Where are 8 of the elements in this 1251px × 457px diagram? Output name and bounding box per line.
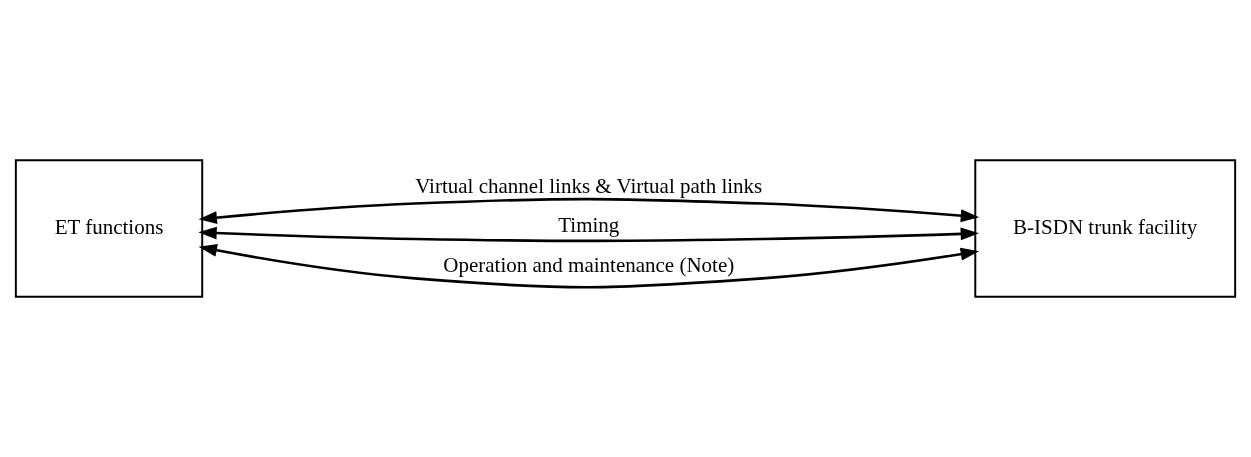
edge-label: Operation and maintenance (Note) [443, 252, 735, 277]
edge-label: Virtual channel links & Virtual path links [415, 173, 763, 198]
node-box: ET functions [14, 159, 204, 298]
edge-label: Timing [558, 213, 620, 238]
node-box: B-ISDN trunk facility [974, 159, 1237, 298]
arrow [198, 226, 980, 243]
arrow [198, 197, 980, 225]
arrow [198, 243, 980, 289]
